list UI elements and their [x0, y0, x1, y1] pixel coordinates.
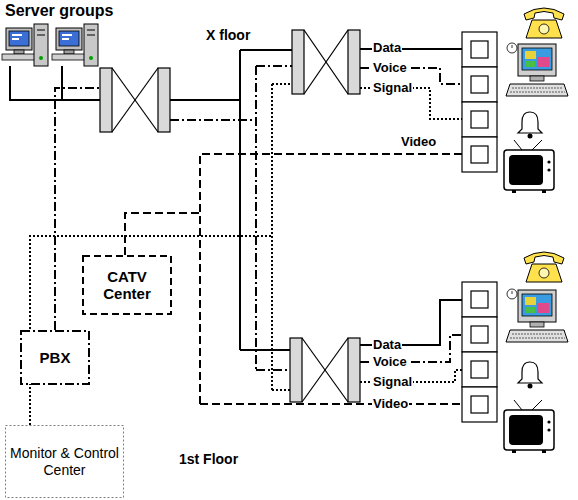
line-label: Signal [372, 81, 413, 94]
group-title: Server groups [4, 3, 114, 19]
box-label: Monitor & Control Center [9, 445, 120, 477]
box-border [21, 331, 89, 384]
line-label: Video [400, 135, 437, 148]
floor-label: X floor [205, 28, 251, 42]
pbx-box: PBX [20, 330, 90, 385]
box-border [83, 256, 171, 314]
box-label: CATV Center [86, 268, 168, 303]
line-label: Voice [372, 61, 408, 74]
box-label: PBX [40, 349, 71, 366]
center-box: Monitor & Control Center [5, 425, 124, 498]
line-label: Video [372, 397, 409, 410]
floor-label: 1st Floor [178, 452, 239, 466]
center-box: CATV Center [82, 255, 172, 315]
line-label: Data [372, 338, 402, 351]
box-border [6, 426, 124, 498]
line-label: Voice [372, 355, 408, 368]
line-label: Data [372, 41, 402, 54]
line-label: Signal [372, 375, 413, 388]
